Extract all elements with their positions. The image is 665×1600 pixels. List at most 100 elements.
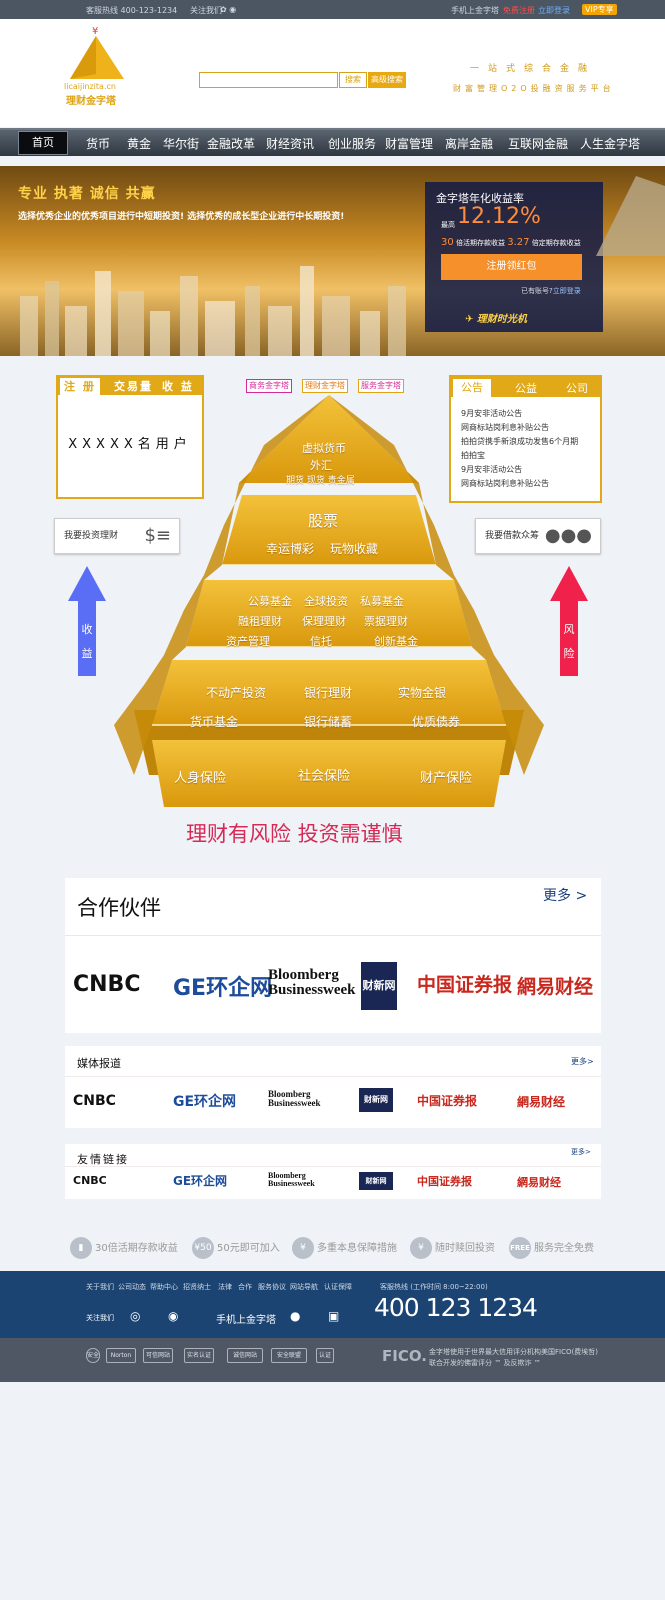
vip-badge[interactable]: VIP专享 — [582, 4, 617, 15]
tier5-label[interactable]: 财产保险 — [420, 771, 473, 786]
cnbc-logo[interactable]: CNBC — [73, 972, 141, 997]
ge-logo[interactable]: GE环企网 — [173, 1094, 237, 1110]
list-item[interactable]: 网商标站岗利息补贴公告 — [461, 423, 549, 432]
more-link[interactable]: 更多 > — [543, 888, 588, 904]
footer-link[interactable]: 公司动态 — [118, 1283, 146, 1291]
tier2-label[interactable]: 幸运博彩 — [266, 542, 315, 556]
login-link[interactable]: 立即登录 — [538, 6, 570, 15]
tier4-label[interactable]: 不动产投资 — [206, 686, 267, 700]
search-input[interactable] — [199, 72, 338, 88]
tier1-label[interactable]: 期货 现货 贵金属 — [286, 476, 355, 486]
tier3-label[interactable]: 私募基金 — [360, 595, 404, 608]
cert-badge[interactable]: 诚信网站 — [227, 1348, 263, 1363]
netease-finance-logo[interactable]: 網易财经 — [517, 1095, 566, 1109]
cert-badge[interactable]: Norton — [106, 1348, 136, 1363]
tier3-label[interactable]: 信托 — [310, 635, 332, 648]
footer-link[interactable]: 网站导航 — [290, 1283, 318, 1291]
follow-us-link[interactable]: 关注我们 — [190, 6, 222, 15]
weibo-wechat-icon[interactable]: ✿ ◉ — [220, 5, 237, 14]
tab-register[interactable]: 注 册 — [60, 378, 100, 395]
tier3-label[interactable]: 票据理财 — [364, 615, 408, 628]
tab-charity[interactable]: 公益 — [515, 382, 537, 395]
tier5-label[interactable]: 社会保险 — [298, 769, 351, 784]
netease-finance-logo[interactable]: 網易财经 — [517, 1176, 561, 1189]
cert-badge[interactable]: 安全 — [86, 1348, 100, 1363]
tab-notices[interactable]: 公告 — [453, 379, 491, 397]
time-machine-link[interactable]: ✈ 理财时光机 — [465, 314, 527, 325]
footer-link[interactable]: 招贤纳士 — [183, 1283, 211, 1291]
tier1-label[interactable]: 虚拟货币 — [302, 442, 346, 455]
list-item[interactable]: 拍拍宝 — [461, 451, 485, 460]
china-securities-logo[interactable]: 中国证券报 — [417, 974, 513, 996]
tier4-label[interactable]: 银行储蓄 — [304, 715, 353, 729]
tier4-label[interactable]: 实物金银 — [398, 686, 447, 700]
tier1-label[interactable]: 外汇 — [310, 459, 332, 472]
tier4-label[interactable]: 货币基金 — [190, 715, 239, 729]
cnbc-logo[interactable]: CNBC — [73, 1093, 116, 1109]
tier2-label[interactable]: 股票 — [308, 512, 339, 530]
tag-business-pyramid[interactable]: 商务金字塔 — [246, 379, 292, 393]
tier3-label[interactable]: 全球投资 — [304, 595, 348, 608]
more-link[interactable]: 更多> — [571, 1148, 591, 1156]
caixin-logo[interactable]: 财新网 — [359, 1172, 393, 1190]
tier3-label[interactable]: 创新基金 — [374, 635, 418, 648]
tab-earnings[interactable]: 收 益 — [162, 380, 194, 393]
footer-link[interactable]: 合作 — [238, 1283, 252, 1291]
signup-bonus-button[interactable]: 注册领红包 — [441, 254, 582, 280]
cert-badge[interactable]: 可信网站 — [143, 1348, 173, 1363]
nav-item-currency[interactable]: 货币 — [86, 137, 111, 151]
register-link[interactable]: 免费注册 — [503, 6, 535, 15]
list-item[interactable]: 网商标站岗利息补贴公告 — [461, 479, 549, 488]
login-now-link[interactable]: 立即登录 — [552, 287, 581, 295]
china-securities-logo[interactable]: 中国证券报 — [417, 1094, 478, 1108]
tier5-label[interactable]: 人身保险 — [174, 771, 227, 786]
nav-item-finance-reform[interactable]: 金融改革 — [207, 137, 256, 151]
caixin-logo[interactable]: 财新网 — [361, 962, 397, 1010]
cnbc-logo[interactable]: CNBC — [73, 1174, 107, 1187]
nav-item-home[interactable]: 首页 — [18, 131, 68, 155]
tier3-label[interactable]: 融租理财 — [238, 615, 282, 628]
tag-wealth-pyramid[interactable]: 理财金字塔 — [302, 379, 348, 393]
cert-badge[interactable]: 认证 — [316, 1348, 334, 1363]
borrow-button[interactable]: 我要借款众筹 ●●● — [475, 518, 601, 554]
footer-link[interactable]: 认证保障 — [324, 1283, 352, 1291]
footer-link[interactable]: 关于我们 — [86, 1283, 114, 1291]
tab-company[interactable]: 公司 — [566, 382, 588, 395]
caixin-logo[interactable]: 财新网 — [359, 1088, 393, 1112]
wechat-icon[interactable]: ◉ — [168, 1309, 179, 1323]
advanced-search-button[interactable]: 高级搜索 — [368, 72, 406, 88]
search-button[interactable]: 搜索 — [339, 72, 367, 88]
mobile-link[interactable]: 手机上金字塔 — [451, 6, 499, 15]
list-item[interactable]: 9月安非活动公告 — [461, 465, 523, 474]
nav-item-startup[interactable]: 创业服务 — [328, 137, 377, 151]
cert-badge[interactable]: 实名认证 — [184, 1348, 214, 1363]
ge-logo[interactable]: GE环企网 — [173, 1174, 228, 1188]
nav-item-offshore[interactable]: 离岸金融 — [445, 137, 494, 151]
footer-link[interactable]: 帮助中心 — [150, 1283, 178, 1291]
footer-link[interactable]: 服务协议 — [258, 1283, 286, 1291]
nav-item-gold[interactable]: 黄金 — [127, 137, 152, 151]
nav-item-wall-street[interactable]: 华尔街 — [163, 137, 200, 151]
tier3-label[interactable]: 资产管理 — [226, 635, 270, 648]
nav-item-life-pyramid[interactable]: 人生金字塔 — [580, 137, 641, 151]
tier2-label[interactable]: 玩物收藏 — [330, 542, 379, 556]
ge-logo[interactable]: GE环企网 — [173, 976, 273, 1001]
weibo-icon[interactable]: ◎ — [130, 1309, 141, 1323]
nav-item-wealth[interactable]: 财富管理 — [385, 137, 434, 151]
tier4-label[interactable]: 银行理财 — [304, 686, 353, 700]
apple-icon[interactable]: ● — [290, 1309, 301, 1323]
list-item[interactable]: 9月安非活动公告 — [461, 409, 523, 418]
list-item[interactable]: 拍拍贷携手新浪成功发售6个月期 — [461, 437, 579, 446]
netease-finance-logo[interactable]: 網易财经 — [517, 976, 594, 998]
nav-item-internet-finance[interactable]: 互联网金融 — [508, 137, 569, 151]
china-securities-logo[interactable]: 中国证券报 — [417, 1175, 472, 1188]
footer-link[interactable]: 法律 — [218, 1283, 232, 1291]
tab-volume[interactable]: 交易量 — [114, 380, 153, 393]
invest-button[interactable]: 我要投资理财 $≡ — [54, 518, 180, 554]
tier3-label[interactable]: 保理理财 — [302, 615, 346, 628]
cert-badge[interactable]: 安全联盟 — [271, 1348, 307, 1363]
android-icon[interactable]: ▣ — [328, 1309, 340, 1323]
